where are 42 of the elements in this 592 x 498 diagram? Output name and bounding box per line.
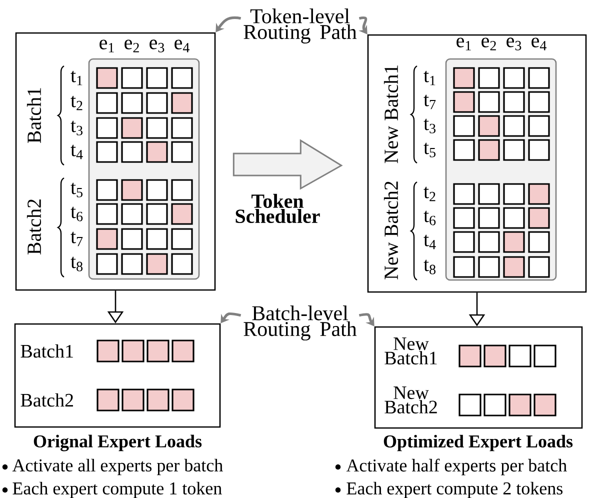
row-label: t$_{5}$ (70, 182, 82, 198)
row-label: t$_{4}$ (70, 144, 83, 160)
column-label: e$_{1}$ (456, 38, 471, 50)
row-label: t$_{1}$ (70, 70, 82, 86)
batch-label: Batch2 (20, 393, 73, 407)
batch-label: New Batch1 (384, 338, 437, 364)
bullet-item: Activate all experts per batch (2, 458, 223, 476)
loads-label: Orignal Expert Loads (34, 434, 202, 452)
bullet-item: Each expert compute 1 token (2, 482, 222, 498)
row-label: t$_{5}$ (424, 142, 436, 158)
column-label: e$_{4}$ (532, 38, 546, 50)
row-label: t$_{6}$ (70, 206, 83, 222)
row-label: t$_{3}$ (424, 118, 436, 134)
routing-label: Batch-level Routing Path (244, 306, 357, 340)
row-label: t$_{7}$ (424, 94, 436, 110)
group-label: New Batch2 (384, 182, 398, 280)
group-label: New Batch1 (384, 66, 398, 164)
batch-label: Batch1 (20, 344, 73, 358)
loads-label: Optimized Expert Loads (384, 434, 573, 452)
bullet-item: Activate half experts per batch (335, 458, 567, 476)
column-label: e$_{4}$ (174, 40, 190, 52)
group-label: Batch2 (26, 200, 42, 254)
row-label: t$_{8}$ (424, 260, 436, 274)
row-label: t$_{6}$ (424, 210, 436, 226)
row-label: t$_{8}$ (70, 256, 82, 272)
row-label: t$_{3}$ (70, 120, 82, 136)
edge-label: Token Scheduler (232, 192, 324, 224)
row-label: t$_{4}$ (424, 234, 436, 250)
row-label: t$_{7}$ (70, 232, 83, 246)
bullet-item: Each expert compute 2 tokens (335, 482, 562, 498)
routing-label: Token-level Routing Path (244, 8, 357, 44)
group-label: Batch1 (26, 88, 42, 143)
batch-label: New Batch2 (384, 386, 437, 414)
column-label: e$_{2}$ (482, 38, 496, 50)
block-arrow (232, 139, 343, 190)
column-label: e$_{2}$ (124, 40, 139, 52)
column-label: e$_{1}$ (100, 40, 114, 52)
column-label: e$_{3}$ (150, 40, 164, 52)
row-label: t$_{1}$ (424, 70, 436, 86)
column-label: e$_{3}$ (506, 38, 522, 50)
row-label: t$_{2}$ (70, 96, 82, 110)
row-label: t$_{2}$ (424, 186, 436, 202)
